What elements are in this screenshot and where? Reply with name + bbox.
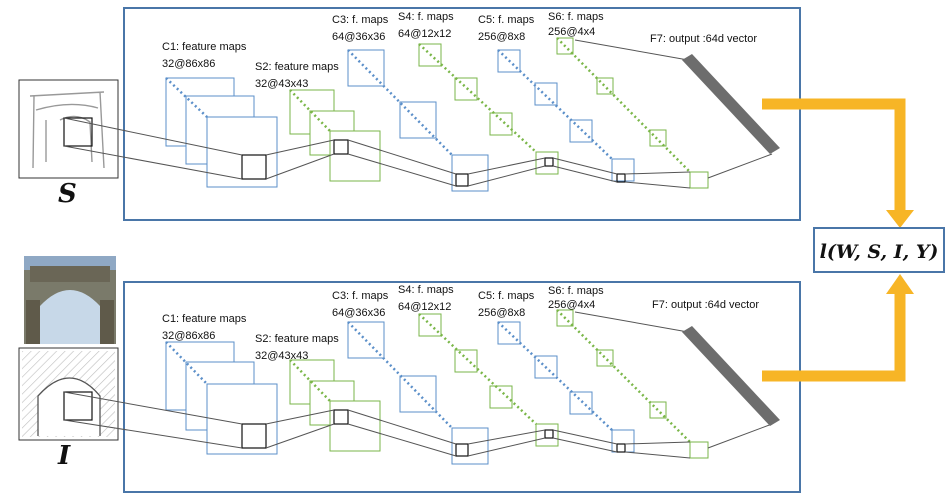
layer-s2 [289, 359, 381, 452]
sketch-input-image [18, 79, 119, 179]
s2-title: S2: feature maps [255, 333, 339, 345]
top-arrow [762, 98, 906, 214]
layer-c5 [497, 321, 635, 453]
loss-box: l(W, S, I, Y) [813, 227, 945, 273]
edge-map-input-image [18, 347, 119, 441]
s2-size: 32@43x43 [255, 350, 308, 362]
loss-label: l(W, S, I, Y) [820, 241, 939, 263]
input-label-i: I [57, 441, 71, 471]
c5-title: C5: f. maps [478, 14, 535, 26]
branch-frame [123, 7, 801, 221]
c1-size: 32@86x86 [162, 58, 215, 70]
s6-title: S6: f. maps [548, 285, 604, 297]
input-label-s: S [58, 179, 77, 209]
f7-label: F7: output :64d vector [652, 299, 759, 311]
branch-frame [123, 281, 801, 493]
c1-size: 32@86x86 [162, 330, 215, 342]
branch-bottom: I [18, 256, 801, 493]
s2-size: 32@43x43 [255, 78, 308, 90]
s6-size: 256@4x4 [548, 26, 595, 38]
s4-size: 64@12x12 [398, 301, 451, 313]
c1-title: C1: feature maps [162, 41, 247, 53]
s6-title: S6: f. maps [548, 11, 604, 23]
s6-size: 256@4x4 [548, 299, 595, 311]
layer-c1 [165, 341, 278, 455]
c3-title: C3: f. maps [332, 14, 389, 26]
layer-s2 [289, 89, 381, 182]
c1-title: C1: feature maps [162, 313, 247, 325]
bottom-arrow-head [886, 274, 914, 294]
loss-arrows [762, 98, 914, 382]
layer-s6 [556, 37, 709, 189]
s4-title: S4: f. maps [398, 284, 454, 296]
s2-title: S2: feature maps [255, 61, 339, 73]
c3-size: 64@36x36 [332, 307, 385, 319]
c5-title: C5: f. maps [478, 290, 535, 302]
layer-s6 [556, 309, 709, 459]
f7-output-bar [682, 54, 780, 154]
s4-title: S4: f. maps [398, 11, 454, 23]
layer-c5 [497, 49, 635, 183]
layer-s4 [418, 313, 559, 447]
c5-size: 256@8x8 [478, 307, 525, 319]
bottom-arrow [762, 290, 906, 382]
c5-size: 256@8x8 [478, 31, 525, 43]
s4-size: 64@12x12 [398, 28, 451, 40]
top-arrow-head [886, 210, 914, 228]
f7-output-bar [682, 326, 780, 426]
c3-title: C3: f. maps [332, 290, 389, 302]
c3-size: 64@36x36 [332, 31, 385, 43]
layer-c1 [165, 77, 278, 188]
branch-top: S [18, 7, 801, 221]
f7-label: F7: output :64d vector [650, 33, 757, 45]
layer-c3 [347, 49, 489, 192]
layer-c3 [347, 321, 489, 465]
layer-s4 [418, 43, 559, 175]
photo-input-image [24, 256, 116, 344]
